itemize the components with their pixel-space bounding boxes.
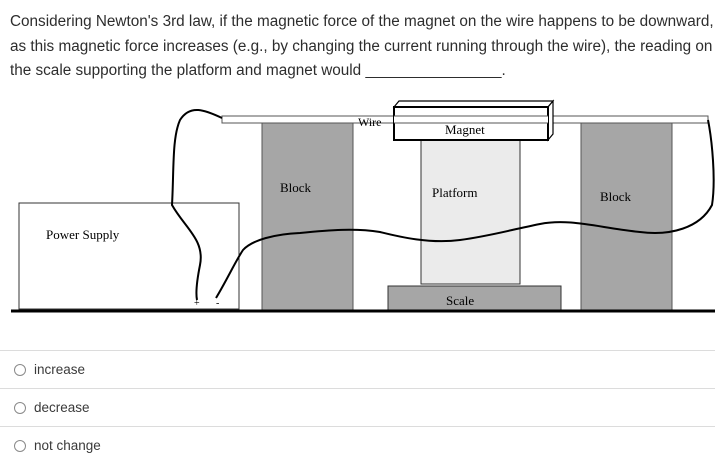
question-text: Considering Newton's 3rd law, if the mag…	[10, 13, 714, 79]
answer-options: increase decrease not change	[0, 350, 715, 464]
wire-label: Wire	[358, 115, 382, 129]
radio-button[interactable]	[14, 363, 26, 376]
platform	[420, 137, 521, 285]
scale	[387, 285, 562, 311]
option-not-change[interactable]: not change	[0, 426, 715, 464]
option-label: decrease	[34, 400, 90, 415]
magnet-label: Magnet	[445, 122, 485, 137]
terminal-minus: -	[216, 298, 219, 309]
block-left	[261, 122, 354, 311]
radio-button[interactable]	[14, 401, 26, 414]
lead-wire-plus	[170, 109, 223, 301]
block-right	[580, 122, 673, 311]
radio-button[interactable]	[14, 439, 26, 452]
block-left-label: Block	[280, 180, 312, 195]
terminal-plus: +	[194, 298, 200, 309]
option-increase[interactable]: increase	[0, 350, 715, 388]
experiment-diagram: Block Block Platform Scale Power Supply …	[11, 99, 715, 313]
option-label: increase	[34, 362, 86, 377]
option-decrease[interactable]: decrease	[0, 388, 715, 426]
power-supply-label: Power Supply	[46, 227, 120, 242]
platform-label: Platform	[432, 185, 478, 200]
magnet-slot	[394, 116, 548, 123]
power-supply	[18, 202, 240, 310]
lead-wire-minus	[215, 119, 715, 299]
block-right-label: Block	[600, 189, 632, 204]
scale-label: Scale	[446, 293, 474, 308]
option-label: not change	[34, 438, 101, 453]
